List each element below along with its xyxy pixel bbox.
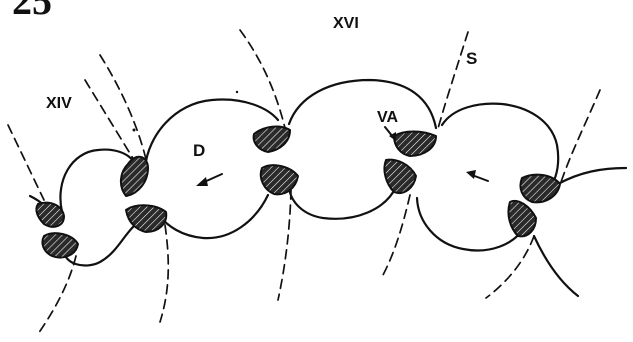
- valve: [383, 158, 417, 194]
- valves: [35, 125, 561, 259]
- dashed-line: [84, 79, 135, 161]
- valve: [125, 204, 168, 233]
- dashed-line: [277, 189, 292, 301]
- right-lower-outline: [532, 234, 580, 298]
- arrowhead: [466, 170, 476, 179]
- chamber-2-outline: [143, 98, 280, 240]
- label-xvi: XVI: [333, 15, 359, 32]
- dashed-line: [239, 29, 286, 129]
- label-xiv: XIV: [46, 95, 72, 112]
- valve: [393, 130, 437, 157]
- valve: [35, 201, 65, 228]
- arrowhead: [389, 132, 396, 141]
- arrowhead: [196, 177, 208, 186]
- dashed-line: [159, 224, 170, 323]
- dashed-line: [436, 31, 469, 133]
- valve: [252, 125, 291, 153]
- right-side-outline: [556, 166, 628, 186]
- dashed-line: [485, 235, 535, 299]
- valve: [120, 155, 149, 197]
- speck: [132, 128, 136, 132]
- label-d: D: [193, 141, 205, 160]
- chamber-3-outline: [287, 78, 438, 220]
- valve: [41, 232, 79, 259]
- arrows: [196, 126, 489, 186]
- chamber-outlines: [28, 78, 628, 298]
- label-va: VA: [377, 109, 398, 126]
- dashed-line: [99, 54, 149, 169]
- dashed-line: [37, 255, 77, 335]
- chamber-1-outline: [59, 148, 148, 267]
- chamber-4-outline: [415, 102, 560, 252]
- figure-number: 25: [12, 0, 52, 23]
- valve: [259, 164, 299, 196]
- dashed-line: [7, 124, 45, 201]
- valve: [507, 200, 537, 238]
- label-s: S: [466, 49, 477, 68]
- dashed-line: [559, 89, 601, 186]
- valve: [519, 173, 561, 204]
- dashed-line: [382, 194, 411, 276]
- dashed-lines: [7, 29, 601, 335]
- speck: [235, 90, 239, 94]
